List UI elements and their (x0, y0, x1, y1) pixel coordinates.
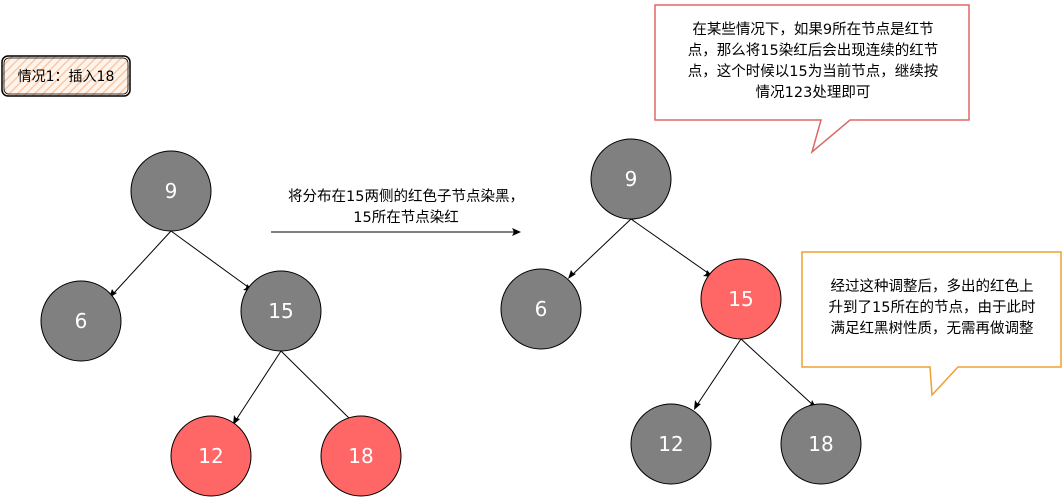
callout-bottom-shape (801, 251, 1062, 397)
arrowhead-12 (233, 415, 240, 425)
case-label-box: 情况1：插入18 (1, 55, 131, 97)
callout-bottom-line-1: 经过这种调整后，多出的红色上 (831, 278, 1034, 295)
transform-label-line-1: 将分布在15两侧的红色子节点染黑， (288, 188, 524, 205)
transform-annotation: 将分布在15两侧的红色子节点染黑， 15所在节点染红 (271, 188, 524, 236)
callout-top-line-3: 点，这个时候以15为当前节点，继续按 (688, 63, 938, 80)
case-label: 情况1：插入18 (18, 69, 115, 85)
callout-top-shape (654, 4, 970, 155)
node-after-12-label: 12 (658, 432, 683, 456)
node-after-12 (630, 403, 712, 485)
callout-bottom-line-2: 升到了15所在的节点，由于此时 (829, 299, 1036, 316)
edge-after-15-18 (740, 338, 814, 406)
arrowhead-after-12 (694, 400, 701, 410)
edge-9-6 (112, 230, 172, 295)
edge-after-9-15 (630, 218, 709, 274)
callout-top: 在某些情况下，如果9所在节点是红节 点，那么将15染红后会出现连续的红节 点，这… (654, 4, 970, 155)
callout-top-line-2: 点，那么将15染红后会出现连续的红节 (688, 42, 938, 59)
node-after-6 (500, 268, 582, 350)
node-before-18 (320, 415, 402, 497)
transform-label-line-2: 15所在节点染红 (353, 209, 458, 226)
tree-after-edges (568, 218, 817, 410)
edge-15-12 (235, 350, 282, 421)
transform-arrow-head (512, 228, 521, 236)
node-after-9 (590, 138, 672, 220)
callout-bottom-line-3: 满足红黑树性质，无需再做调整 (831, 320, 1034, 337)
node-before-9 (130, 150, 212, 232)
edge-9-15 (170, 230, 249, 288)
node-after-9-label: 9 (625, 167, 638, 191)
tree-after-nodes: 9 6 15 12 18 (500, 138, 862, 485)
tree-before-nodes: 9 6 15 12 18 (40, 150, 402, 497)
node-before-15-label: 15 (268, 299, 293, 323)
edge-after-9-6 (571, 218, 632, 276)
node-after-15-label: 15 (728, 287, 753, 311)
tree-before-edges (109, 230, 357, 426)
edge-after-15-12 (696, 338, 742, 406)
node-before-6-label: 6 (75, 309, 88, 333)
edge-15-18 (280, 350, 354, 423)
node-after-18 (780, 403, 862, 485)
arrowhead-after-6 (568, 270, 576, 279)
node-before-18-label: 18 (348, 444, 373, 468)
node-before-12-label: 12 (198, 444, 223, 468)
node-after-6-label: 6 (535, 297, 548, 321)
callout-top-line-4: 情况123处理即可 (756, 84, 871, 101)
node-after-18-label: 18 (808, 432, 833, 456)
callout-top-line-1: 在某些情况下，如果9所在节点是红节 (692, 21, 933, 38)
node-before-6 (40, 280, 122, 362)
callout-bottom: 经过这种调整后，多出的红色上 升到了15所在的节点，由于此时 满足红黑树性质，无… (801, 251, 1062, 397)
node-before-15 (240, 270, 322, 352)
node-before-9-label: 9 (165, 179, 178, 203)
node-after-15 (700, 258, 782, 340)
node-before-12 (170, 415, 252, 497)
